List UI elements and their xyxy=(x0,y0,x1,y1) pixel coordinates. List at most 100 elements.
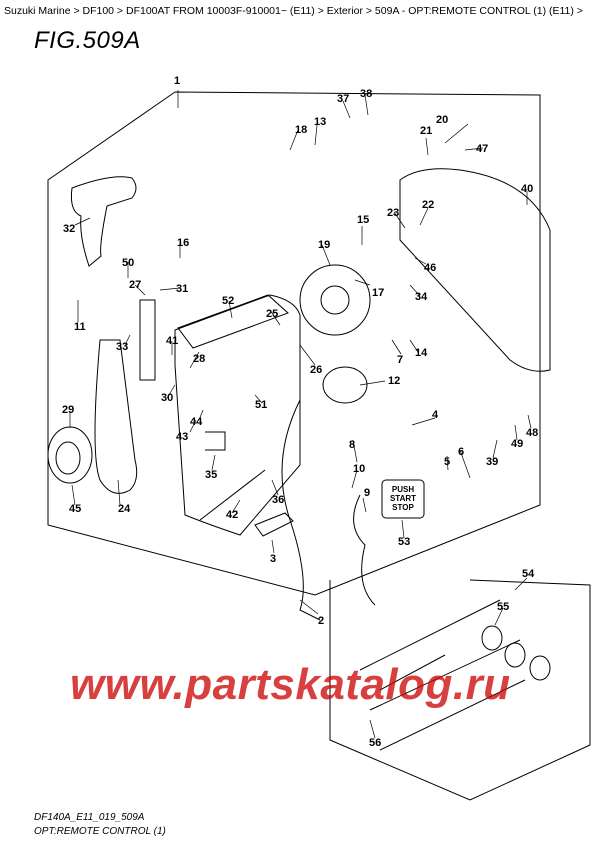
callout-1: 1 xyxy=(174,75,180,87)
lanyard-53 xyxy=(353,494,376,606)
callout-12: 12 xyxy=(388,375,400,387)
rod-56-a xyxy=(359,599,501,671)
callout-52: 52 xyxy=(222,295,234,307)
callout-17: 17 xyxy=(372,287,384,299)
callout-11: 11 xyxy=(74,321,86,333)
bushing-55-b xyxy=(504,642,526,668)
watermark: www.partskatalog.ru xyxy=(70,660,511,709)
breadcrumb-separator: > xyxy=(314,5,327,17)
callout-19: 19 xyxy=(318,239,330,251)
callout-13: 13 xyxy=(314,116,326,128)
callout-7: 7 xyxy=(397,354,403,366)
callout-56: 56 xyxy=(369,737,381,749)
cap-29 xyxy=(47,426,93,484)
rod-56-b xyxy=(369,639,521,711)
callout-4: 4 xyxy=(432,409,439,421)
callout-55: 55 xyxy=(497,601,509,613)
rod-56-c xyxy=(379,679,526,751)
kit-frame xyxy=(329,579,591,801)
callout-53: 53 xyxy=(398,536,410,548)
handle-32 xyxy=(70,176,137,267)
callout-25: 25 xyxy=(266,308,278,320)
callout-41: 41 xyxy=(166,335,178,347)
callout-26: 26 xyxy=(310,364,322,376)
callout-35: 35 xyxy=(205,469,217,481)
rod-56-d xyxy=(379,654,446,691)
figure-caption: OPT:REMOTE CONTROL (1) xyxy=(34,826,166,837)
control-body xyxy=(174,294,301,536)
callout-24: 24 xyxy=(118,503,131,515)
callout-44: 44 xyxy=(190,416,203,428)
callout-30: 30 xyxy=(161,392,173,404)
bushing-55-c xyxy=(529,655,551,681)
callout-31: 31 xyxy=(176,283,188,295)
callout-32: 32 xyxy=(63,223,75,235)
harness-2 xyxy=(281,399,321,621)
callout-8: 8 xyxy=(349,439,355,451)
callout-10: 10 xyxy=(353,463,365,475)
callout-38: 38 xyxy=(360,88,372,100)
push-label-line: PUSH xyxy=(391,485,415,494)
callout-43: 43 xyxy=(176,431,188,443)
callout-33: 33 xyxy=(116,341,128,353)
callout-6: 6 xyxy=(458,446,464,458)
callout-16: 16 xyxy=(177,237,189,249)
bracket-35 xyxy=(205,431,226,451)
callout-50: 50 xyxy=(122,257,134,269)
breadcrumb-item[interactable]: DF100 xyxy=(82,5,115,17)
callout-48: 48 xyxy=(526,427,538,439)
callout-51: 51 xyxy=(255,399,267,411)
callout-27: 27 xyxy=(129,279,141,291)
bolt-42 xyxy=(199,469,266,521)
push-label-line: STOP xyxy=(392,503,414,512)
callout-2: 2 xyxy=(318,615,324,627)
breadcrumb-separator: > xyxy=(114,5,126,17)
push-start-stop-plate xyxy=(381,479,425,519)
breadcrumb: Suzuki Marine > DF100 > DF100AT FROM 100… xyxy=(4,4,596,18)
button-45 xyxy=(55,441,81,475)
callout-54: 54 xyxy=(522,568,535,580)
bushing-55-a xyxy=(481,625,503,651)
gear-19-hub xyxy=(320,285,350,315)
push-label-line: START xyxy=(389,494,417,503)
lever-24 xyxy=(94,339,138,494)
callout-28: 28 xyxy=(193,353,205,365)
assembly-frame xyxy=(47,91,541,596)
breadcrumb-item[interactable]: DF100AT FROM 10003F-910001~ (E11) xyxy=(125,5,315,17)
callout-37: 37 xyxy=(337,93,349,105)
callout-5: 5 xyxy=(444,456,450,468)
cover-plate-22 xyxy=(399,168,551,372)
callout-20: 20 xyxy=(436,114,448,126)
callout-45: 45 xyxy=(69,503,81,515)
bracket-27 xyxy=(139,299,156,381)
callout-40: 40 xyxy=(521,183,533,195)
callout-29: 29 xyxy=(62,404,74,416)
callout-22: 22 xyxy=(422,199,434,211)
callout-47: 47 xyxy=(476,143,488,155)
callout-46: 46 xyxy=(424,262,436,274)
callout-23: 23 xyxy=(387,207,399,219)
breadcrumb-item[interactable]: Exterior xyxy=(326,5,363,17)
plate-3 xyxy=(254,512,294,537)
gear-19 xyxy=(299,264,371,336)
callout-21: 21 xyxy=(420,125,432,137)
callout-14: 14 xyxy=(415,347,428,359)
switch-12 xyxy=(322,366,368,404)
callout-49: 49 xyxy=(511,438,523,450)
breadcrumb-separator: > xyxy=(70,5,83,17)
callout-15: 15 xyxy=(357,214,369,226)
callout-9: 9 xyxy=(364,487,370,499)
breadcrumb-separator: > xyxy=(573,5,583,17)
breadcrumb-separator: > xyxy=(362,5,375,17)
figure-code: DF140A_E11_019_509A xyxy=(34,812,145,823)
breadcrumb-item[interactable]: 509A - OPT:REMOTE CONTROL (1) (E11) xyxy=(374,5,574,17)
cover-52 xyxy=(177,294,289,349)
callout-34: 34 xyxy=(415,291,428,303)
callout-36: 36 xyxy=(272,494,284,506)
breadcrumb-item[interactable]: Suzuki Marine xyxy=(4,5,71,17)
callout-39: 39 xyxy=(486,456,498,468)
figure-title: FIG.509A xyxy=(34,27,141,54)
callout-18: 18 xyxy=(295,124,307,136)
